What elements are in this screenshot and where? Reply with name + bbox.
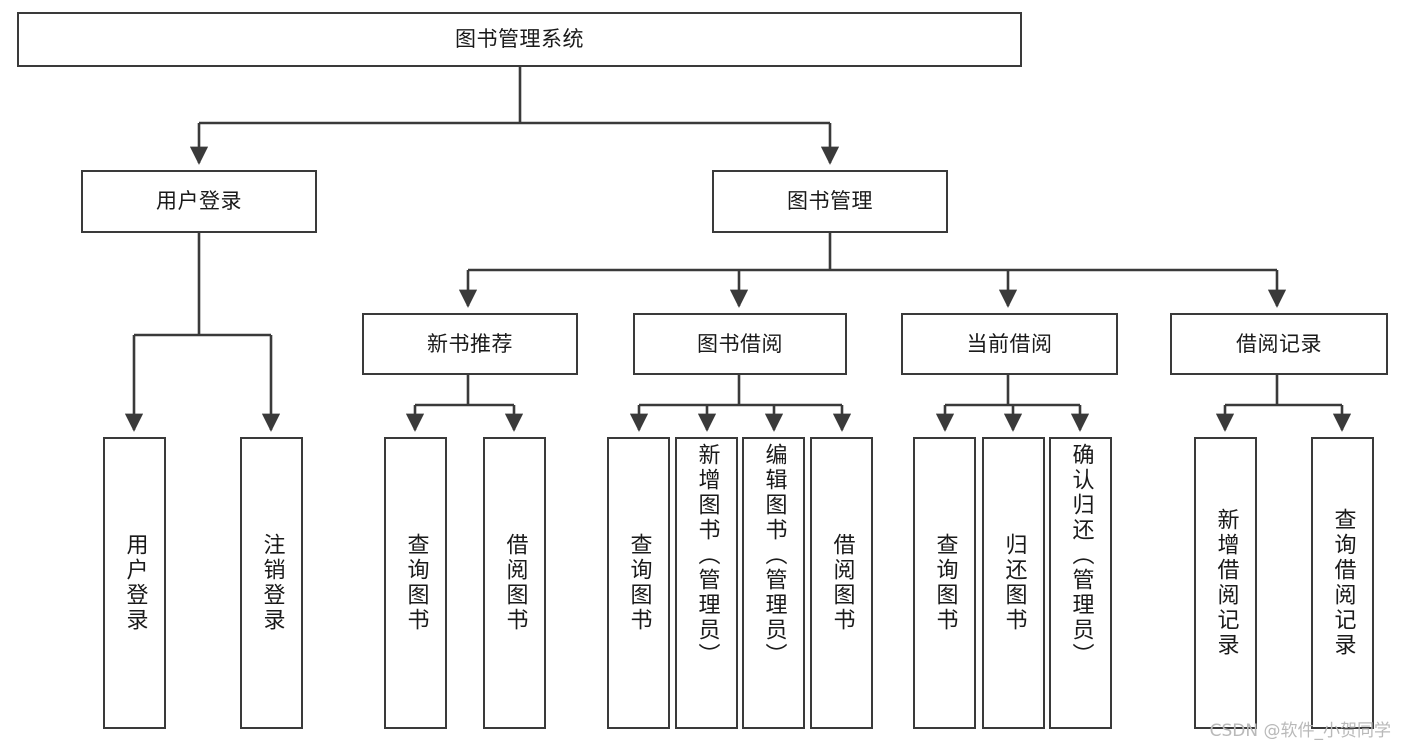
leaf-borrow-add-book-admin[interactable]: 新增图书（管理员） [675,437,738,729]
node-label: 借阅图书 [829,533,855,633]
leaf-borrow-borrow-book[interactable]: 借阅图书 [810,437,873,729]
node-label: 新增借阅记录 [1213,508,1239,658]
node-label: 查询图书 [932,533,958,633]
node-label: 借阅记录 [1236,331,1322,356]
node-label: 编辑图书（管理员） [761,443,787,668]
node-root-book-management-system[interactable]: 图书管理系统 [17,12,1022,67]
node-label: 查询图书 [403,533,429,633]
node-borrowing-records[interactable]: 借阅记录 [1170,313,1388,375]
leaf-user-login-signout[interactable]: 注销登录 [240,437,303,729]
leaf-records-add-record[interactable]: 新增借阅记录 [1194,437,1257,729]
leaf-new-book-borrow[interactable]: 借阅图书 [483,437,546,729]
node-label: 归还图书 [1001,533,1027,633]
node-label: 用户登录 [156,189,242,214]
node-new-book-recommendation[interactable]: 新书推荐 [362,313,578,375]
leaf-new-book-query[interactable]: 查询图书 [384,437,447,729]
node-label: 新书推荐 [427,331,513,356]
leaf-records-query-record[interactable]: 查询借阅记录 [1311,437,1374,729]
node-label: 查询图书 [626,533,652,633]
node-label: 确认归还（管理员） [1068,443,1094,668]
node-label: 当前借阅 [966,331,1053,356]
leaf-current-confirm-return-admin[interactable]: 确认归还（管理员） [1049,437,1112,729]
node-book-management[interactable]: 图书管理 [712,170,948,233]
node-label: 图书借阅 [697,331,783,356]
leaf-user-login-signin[interactable]: 用户登录 [103,437,166,729]
leaf-current-query-book[interactable]: 查询图书 [913,437,976,729]
leaf-current-return-book[interactable]: 归还图书 [982,437,1045,729]
csdn-watermark: CSDN @软件_小贺同学 [1209,721,1391,741]
node-label: 借阅图书 [502,533,528,633]
node-current-borrowing[interactable]: 当前借阅 [901,313,1118,375]
node-label: 用户登录 [122,533,148,633]
node-label: 查询借阅记录 [1330,508,1356,658]
node-book-borrowing[interactable]: 图书借阅 [633,313,847,375]
node-label: 注销登录 [259,533,285,633]
node-label: 图书管理系统 [455,27,584,52]
node-label: 图书管理 [787,189,873,214]
node-label: 新增图书（管理员） [694,443,720,668]
leaf-borrow-query-book[interactable]: 查询图书 [607,437,670,729]
leaf-borrow-edit-book-admin[interactable]: 编辑图书（管理员） [742,437,805,729]
node-user-login[interactable]: 用户登录 [81,170,317,233]
